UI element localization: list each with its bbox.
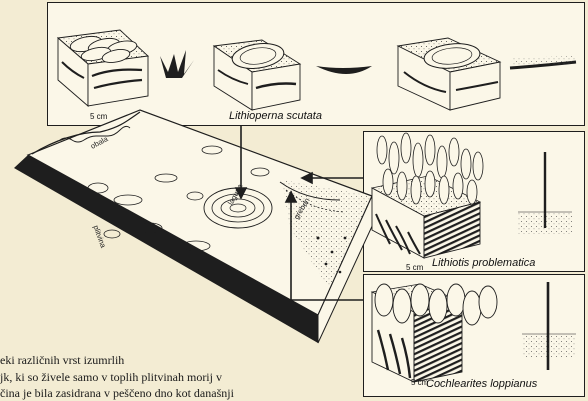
caption-line-3: čina je bila zasidrana v peščeno dno kot… — [0, 386, 234, 401]
scale-label-lithioperna: 5 cm — [90, 112, 107, 121]
scale-label-cochlearites: 5 cm — [411, 378, 428, 387]
caption-line-1: eki različnih vrst izumrlih — [0, 353, 124, 368]
lithioperna-block-2 — [214, 40, 300, 110]
lithioperna-block-1 — [58, 30, 148, 106]
species-label-lithioperna: Lithioperna scutata — [229, 110, 322, 122]
scale-label-lithiotis: 5 cm — [406, 263, 423, 272]
lithioperna-profile-2 — [316, 66, 372, 74]
lithioperna-block-3 — [398, 38, 500, 110]
species-label-lithiotis: Lithiotis problematica — [432, 257, 535, 269]
lithioperna-profile-3 — [510, 60, 576, 68]
seafloor-block-diagram — [14, 110, 374, 343]
species-label-cochlearites: Cochlearites loppianus — [426, 378, 537, 390]
cochlearites-profile — [522, 282, 576, 370]
lithiotis-profile — [518, 152, 572, 234]
lithioperna-profile-1 — [160, 50, 194, 78]
caption-line-2: jk, ki so živele samo v toplih plitvinah… — [0, 370, 222, 385]
